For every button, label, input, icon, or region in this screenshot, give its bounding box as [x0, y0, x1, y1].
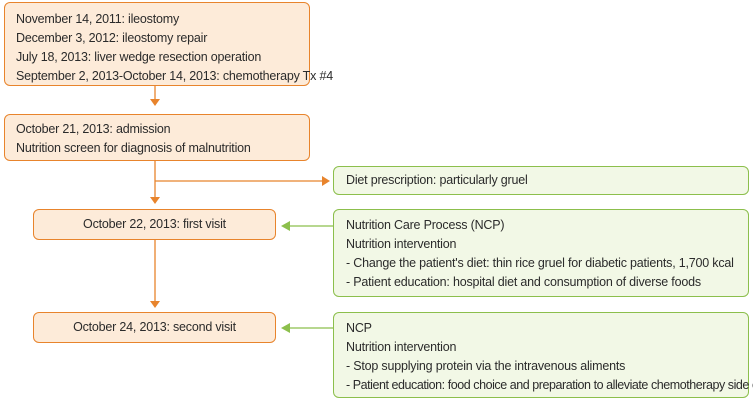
first-visit-label: October 22, 2013: first visit: [83, 217, 226, 231]
diet-prescription-label: Diet prescription: particularly gruel: [346, 173, 528, 187]
arrowhead: [281, 221, 290, 231]
ncp1-line: Nutrition Care Process (NCP): [346, 218, 505, 232]
arrowhead: [150, 301, 160, 308]
diet-prescription-box: Diet prescription: particularly gruel: [333, 166, 749, 195]
history-line: November 14, 2011: ileostomy: [16, 12, 180, 26]
second-visit-box: October 24, 2013: second visit: [33, 312, 276, 343]
admission-line: October 21, 2013: admission: [16, 122, 171, 136]
first-visit-box: October 22, 2013: first visit: [33, 209, 276, 240]
history-line: December 3, 2012: ileostomy repair: [16, 31, 208, 45]
arrowhead: [281, 323, 290, 333]
ncp1-line: - Patient education: hospital diet and c…: [346, 275, 701, 289]
ncp2-line: NCP: [346, 321, 372, 335]
admission-box: October 21, 2013: admission Nutrition sc…: [4, 114, 310, 161]
ncp1-line: - Change the patient's diet: thin rice g…: [346, 256, 734, 270]
arrowhead: [150, 197, 160, 204]
history-line: September 2, 2013-October 14, 2013: chem…: [16, 69, 333, 83]
admission-line: Nutrition screen for diagnosis of malnut…: [16, 141, 251, 155]
ncp1-line: Nutrition intervention: [346, 237, 457, 251]
arrowhead: [322, 176, 330, 186]
ncp-first-visit-box: Nutrition Care Process (NCP) Nutrition i…: [333, 209, 749, 297]
second-visit-label: October 24, 2013: second visit: [73, 320, 236, 334]
ncp2-line: - Patient education: food choice and pre…: [346, 378, 753, 392]
arrowhead: [150, 99, 160, 106]
history-box: November 14, 2011: ileostomy December 3,…: [4, 2, 333, 86]
history-line: July 18, 2013: liver wedge resection ope…: [16, 50, 262, 64]
ncp2-line: Nutrition intervention: [346, 340, 457, 354]
ncp2-line: - Stop supplying protein via the intrave…: [346, 359, 626, 373]
ncp-second-visit-box: NCP Nutrition intervention - Stop supply…: [333, 312, 753, 398]
